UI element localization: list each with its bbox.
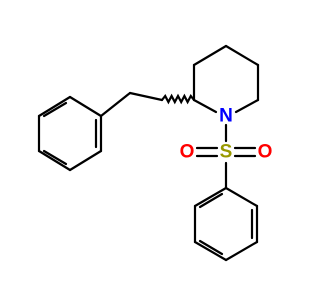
bond-ring-c6-n (234, 98, 260, 114)
aromatic-inner-bond (198, 192, 224, 209)
phenyl-ring-left (37, 95, 103, 172)
bond-ethyl-phenyl (99, 91, 132, 118)
sulfonyl-double-bond-right (233, 146, 257, 158)
sulfonyl-double-bond-left (195, 146, 219, 158)
aromatic-inner-bond (42, 149, 68, 166)
nitrogen-atom-label: N (219, 106, 233, 127)
bond-ring-c3-c4 (192, 44, 228, 67)
bond-ring-c4-c5 (224, 44, 260, 67)
aromatic-inner-bond (42, 101, 68, 118)
oxygen-left-atom-label: O (180, 142, 195, 163)
piperidine-ring (192, 44, 260, 114)
phenyl-ring-bottom (193, 186, 259, 262)
bond-ethyl-ch2-ch2 (128, 91, 164, 102)
aromatic-inner-bond (198, 239, 224, 256)
bond-ring-n-c2 (192, 98, 218, 114)
molecule-structure: N S O O (37, 44, 273, 262)
sulfur-atom-label: S (220, 142, 233, 163)
wavy-stereo-bond (160, 93, 196, 105)
oxygen-right-atom-label: O (258, 142, 273, 163)
